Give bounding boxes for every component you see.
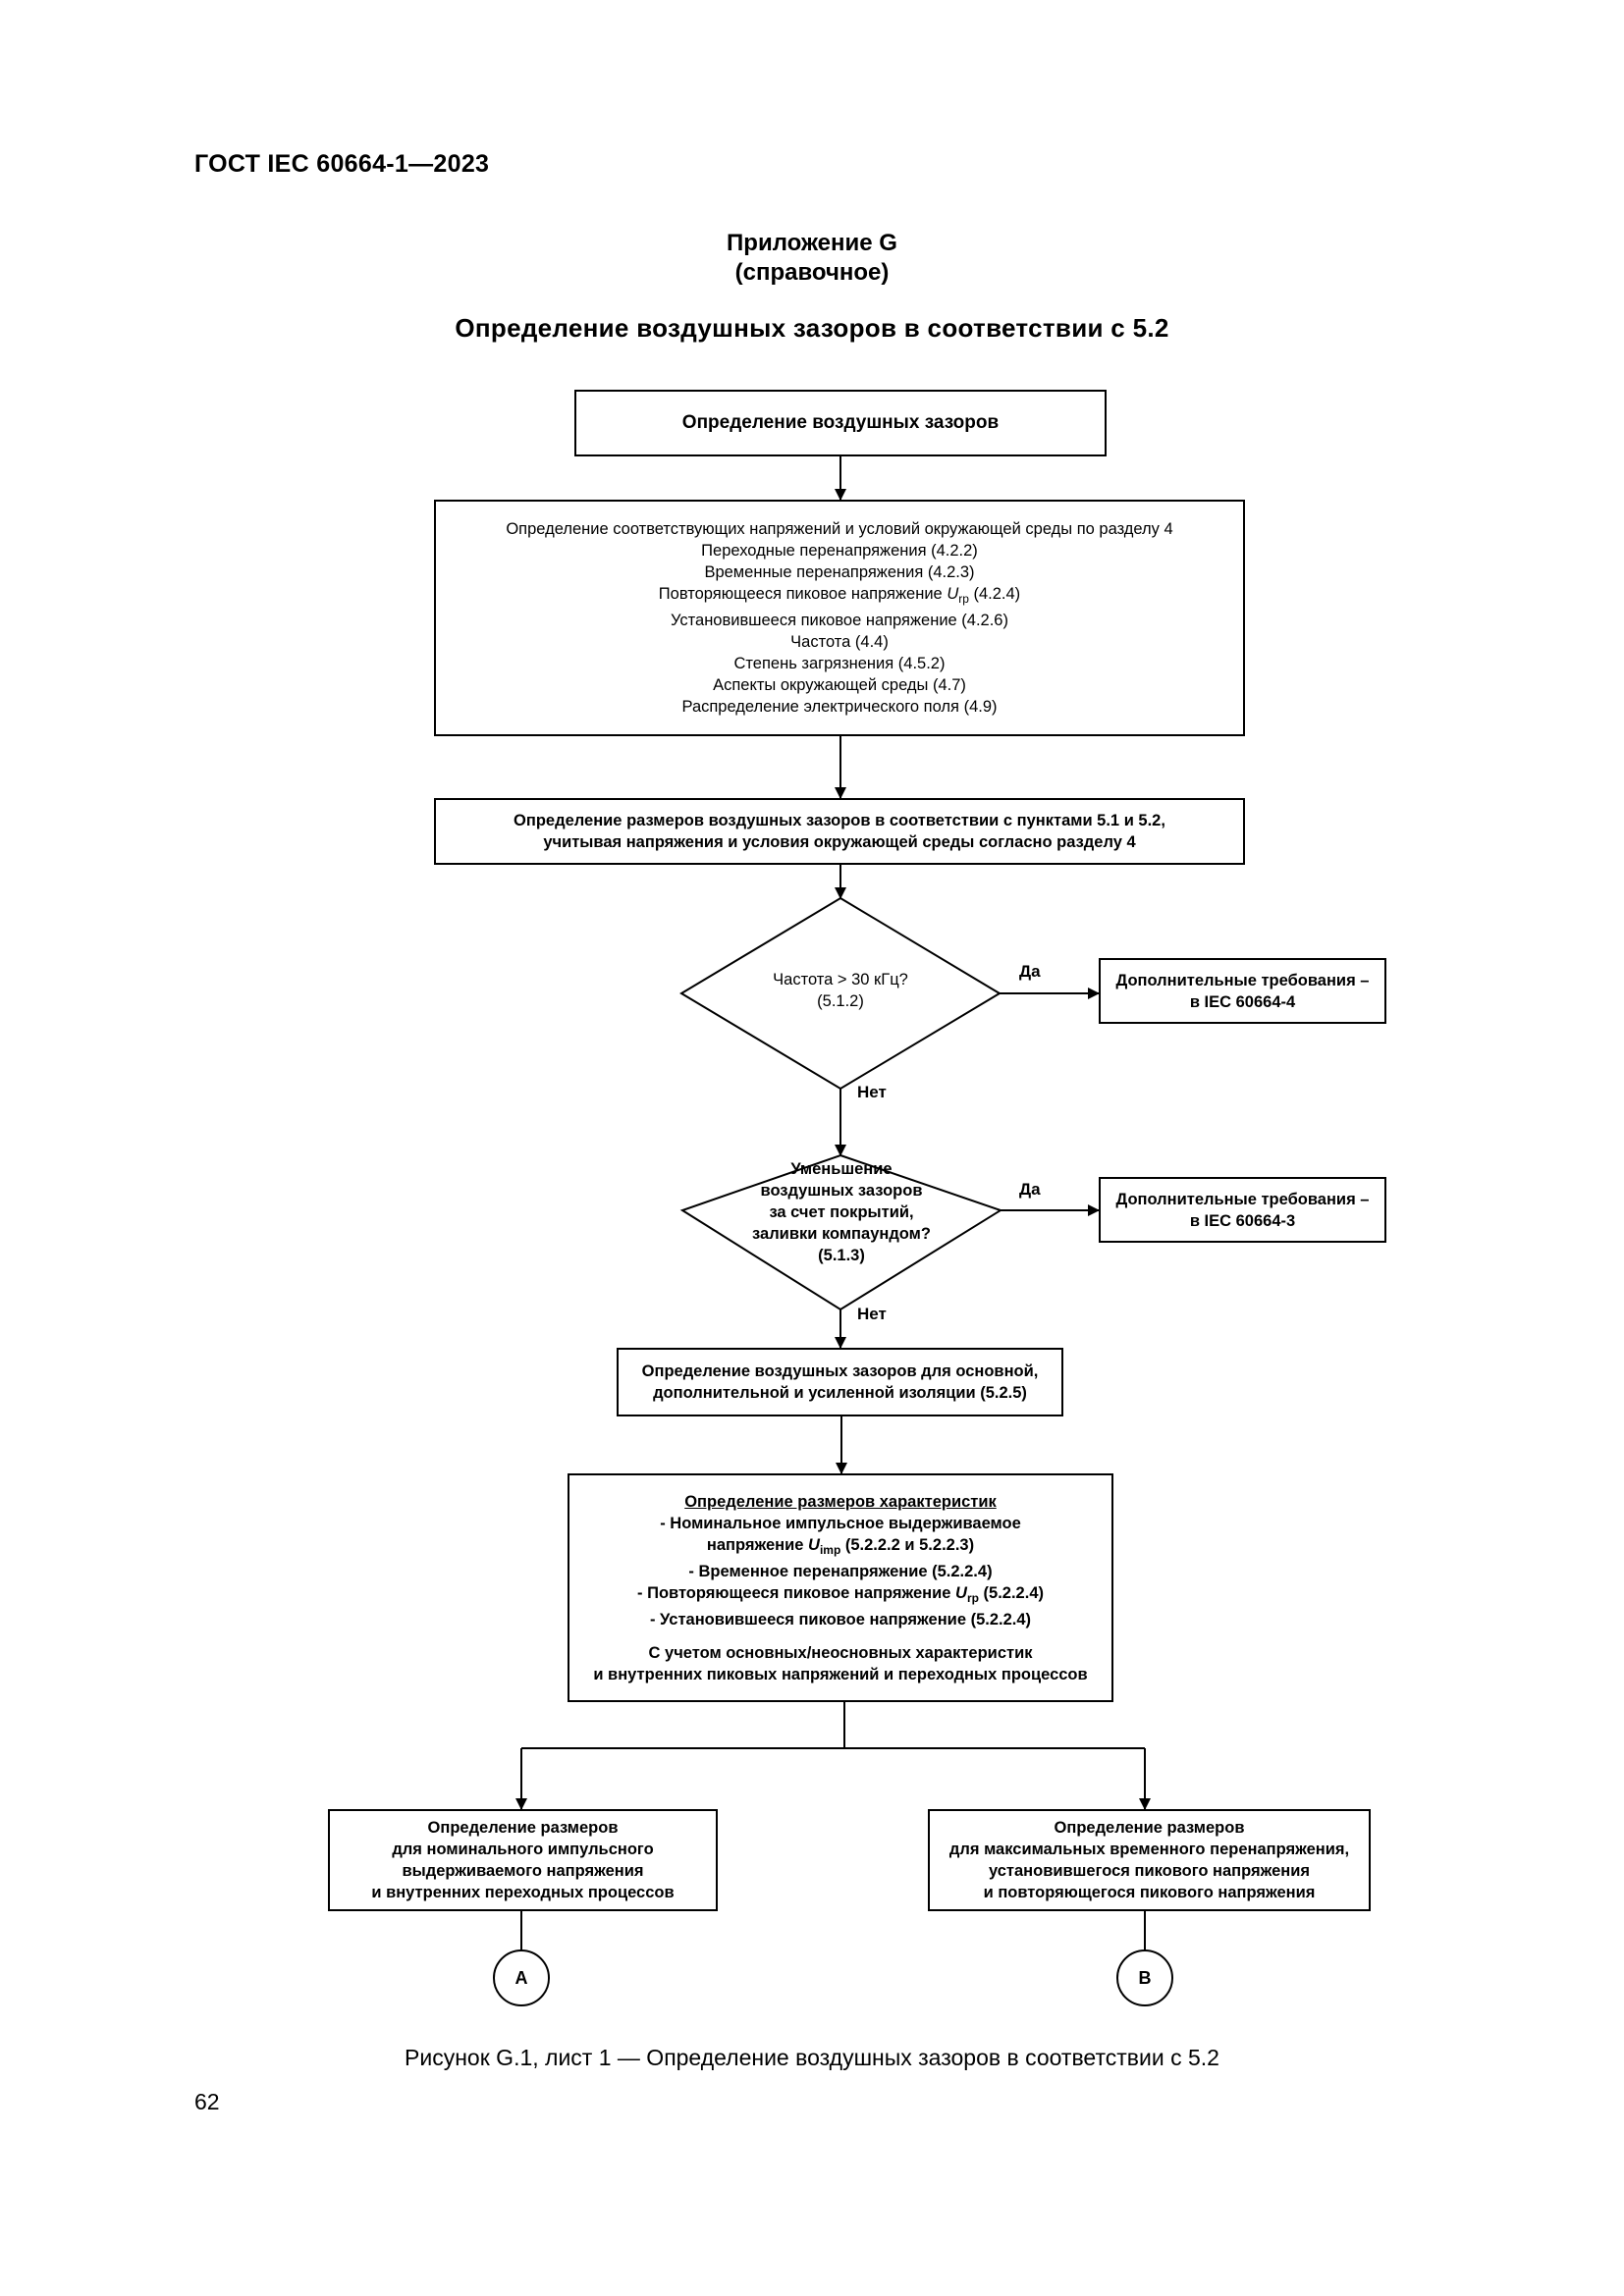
characteristics-title: Определение размеров характеристик [684,1492,997,1511]
env-line-urp: Повторяющееся пиковое напряжение Urp (4.… [659,583,1020,610]
annex-name: Приложение G [727,230,897,256]
figure-caption: Рисунок G.1, лист 1 — Определение воздуш… [405,2045,1219,2070]
env-line: Частота (4.4) [790,633,889,651]
impulse-line: выдерживаемого напряжения [402,1862,644,1880]
connector-a-circle [493,1949,550,2006]
impulse-dimensioning-box: Определение размеров для номинального им… [328,1809,718,1911]
voltage-symbol: U [955,1583,967,1602]
decision2-text: Уменьшение воздушных зазоров за счет пок… [682,1158,1001,1266]
env-line: Распределение электрического поля (4.9) [681,698,998,716]
page-number: 62 [194,2089,220,2114]
insulation-box: Определение воздушных зазоров для основн… [617,1348,1063,1416]
env-line: Временные перенапряжения (4.2.3) [704,563,975,581]
decision2-line: за счет покрытий, [769,1203,914,1221]
annex-heading: Приложение G (справочное) [0,229,1624,288]
voltage-subscript: rp [966,1590,979,1605]
requirement-line: Дополнительные требования – [1115,971,1370,989]
characteristics-box: Определение размеров характеристик - Ном… [568,1473,1113,1702]
characteristics-line-uimp: напряжение Uimp (5.2.2.2 и 5.2.2.3) [707,1534,974,1561]
voltage-symbol: U [808,1535,820,1554]
impulse-line: Определение размеров [427,1819,619,1837]
connector-a-label: A [514,1968,528,1988]
voltage-subscript: imp [819,1542,841,1557]
overvoltage-dimensioning-box: Определение размеров для максимальных вр… [928,1809,1371,1911]
insulation-line: Определение воздушных зазоров для основн… [641,1362,1039,1380]
env-line: Степень загрязнения (4.5.2) [733,655,946,672]
characteristics-text: напряжение [706,1535,809,1554]
start-box-label: Определение воздушных зазоров [681,412,1000,433]
env-line-text: Повторяющееся пиковое напряжение [658,585,947,603]
decision2-line: Уменьшение [790,1160,893,1178]
decision2-no-label: Нет [857,1305,887,1323]
overvoltage-line: и повторяющегося пикового напряжения [983,1884,1316,1901]
characteristics-line: С учетом основных/неосновных характерист… [648,1643,1033,1662]
env-line: Установившееся пиковое напряжение (4.2.6… [671,612,1008,629]
decision1-no-label: Нет [857,1083,887,1101]
env-line-ref: (4.2.4) [968,585,1021,603]
characteristics-line: и внутренних пиковых напряжений и перехо… [593,1665,1088,1683]
env-conditions-box: Определение соответствующих напряжений и… [434,500,1245,736]
decision2-ref: (5.1.3) [818,1247,865,1264]
connector-b-circle [1116,1949,1173,2006]
characteristics-text: - Повторяющееся пиковое напряжение [637,1583,956,1602]
voltage-symbol: U [947,585,959,603]
overvoltage-line: для максимальных временного перенапряжен… [948,1841,1350,1858]
annex-type: (справочное) [734,259,890,286]
dimensioning-line: Определение размеров воздушных зазоров в… [514,812,1165,829]
extra-requirements-box-2: Дополнительные требования – в IEC 60664-… [1099,1177,1386,1243]
annex-title: Определение воздушных зазоров в соответс… [455,313,1169,343]
impulse-line: и внутренних переходных процессов [371,1884,675,1901]
start-box: Определение воздушных зазоров [574,390,1107,456]
decision2-line: воздушных зазоров [760,1182,923,1200]
insulation-line: дополнительной и усиленной изоляции (5.2… [653,1384,1027,1402]
characteristics-line: - Номинальное импульсное выдерживаемое [660,1514,1021,1532]
requirement-line: в IEC 60664-3 [1189,1211,1296,1230]
dimensioning-box: Определение размеров воздушных зазоров в… [434,798,1245,865]
overvoltage-line: Определение размеров [1054,1819,1245,1837]
requirement-line: Дополнительные требования – [1115,1190,1370,1208]
voltage-subscript: rp [958,592,969,606]
characteristics-ref: (5.2.2.2 и 5.2.2.3) [840,1535,975,1554]
characteristics-ref: (5.2.2.4) [978,1583,1044,1602]
decision1-question: Частота > 30 кГц? [773,971,908,988]
connector-b-label: B [1138,1968,1152,1988]
document-code: ГОСТ IEC 60664-1—2023 [194,150,490,178]
decision1-text: Частота > 30 кГц? (5.1.2) [681,969,1000,1012]
extra-requirements-box-1: Дополнительные требования – в IEC 60664-… [1099,958,1386,1024]
dimensioning-line: учитывая напряжения и условия окружающей… [543,833,1136,851]
impulse-line: для номинального импульсного [392,1841,654,1858]
characteristics-line: - Установившееся пиковое напряжение (5.2… [649,1610,1032,1629]
decision2-yes-label: Да [1019,1180,1041,1199]
env-line: Определение соответствующих напряжений и… [506,520,1173,538]
decision2-line: заливки компаундом? [752,1225,931,1243]
decision1-ref: (5.1.2) [817,992,864,1010]
decision1-yes-label: Да [1019,962,1041,981]
env-line: Аспекты окружающей среды (4.7) [713,676,966,694]
requirement-line: в IEC 60664-4 [1189,992,1296,1011]
env-line: Переходные перенапряжения (4.2.2) [701,542,978,560]
characteristics-line-urp: - Повторяющееся пиковое напряжение Urp (… [637,1582,1044,1609]
overvoltage-line: установившегося пикового напряжения [988,1862,1311,1880]
characteristics-line: - Временное перенапряжение (5.2.2.4) [688,1562,993,1580]
